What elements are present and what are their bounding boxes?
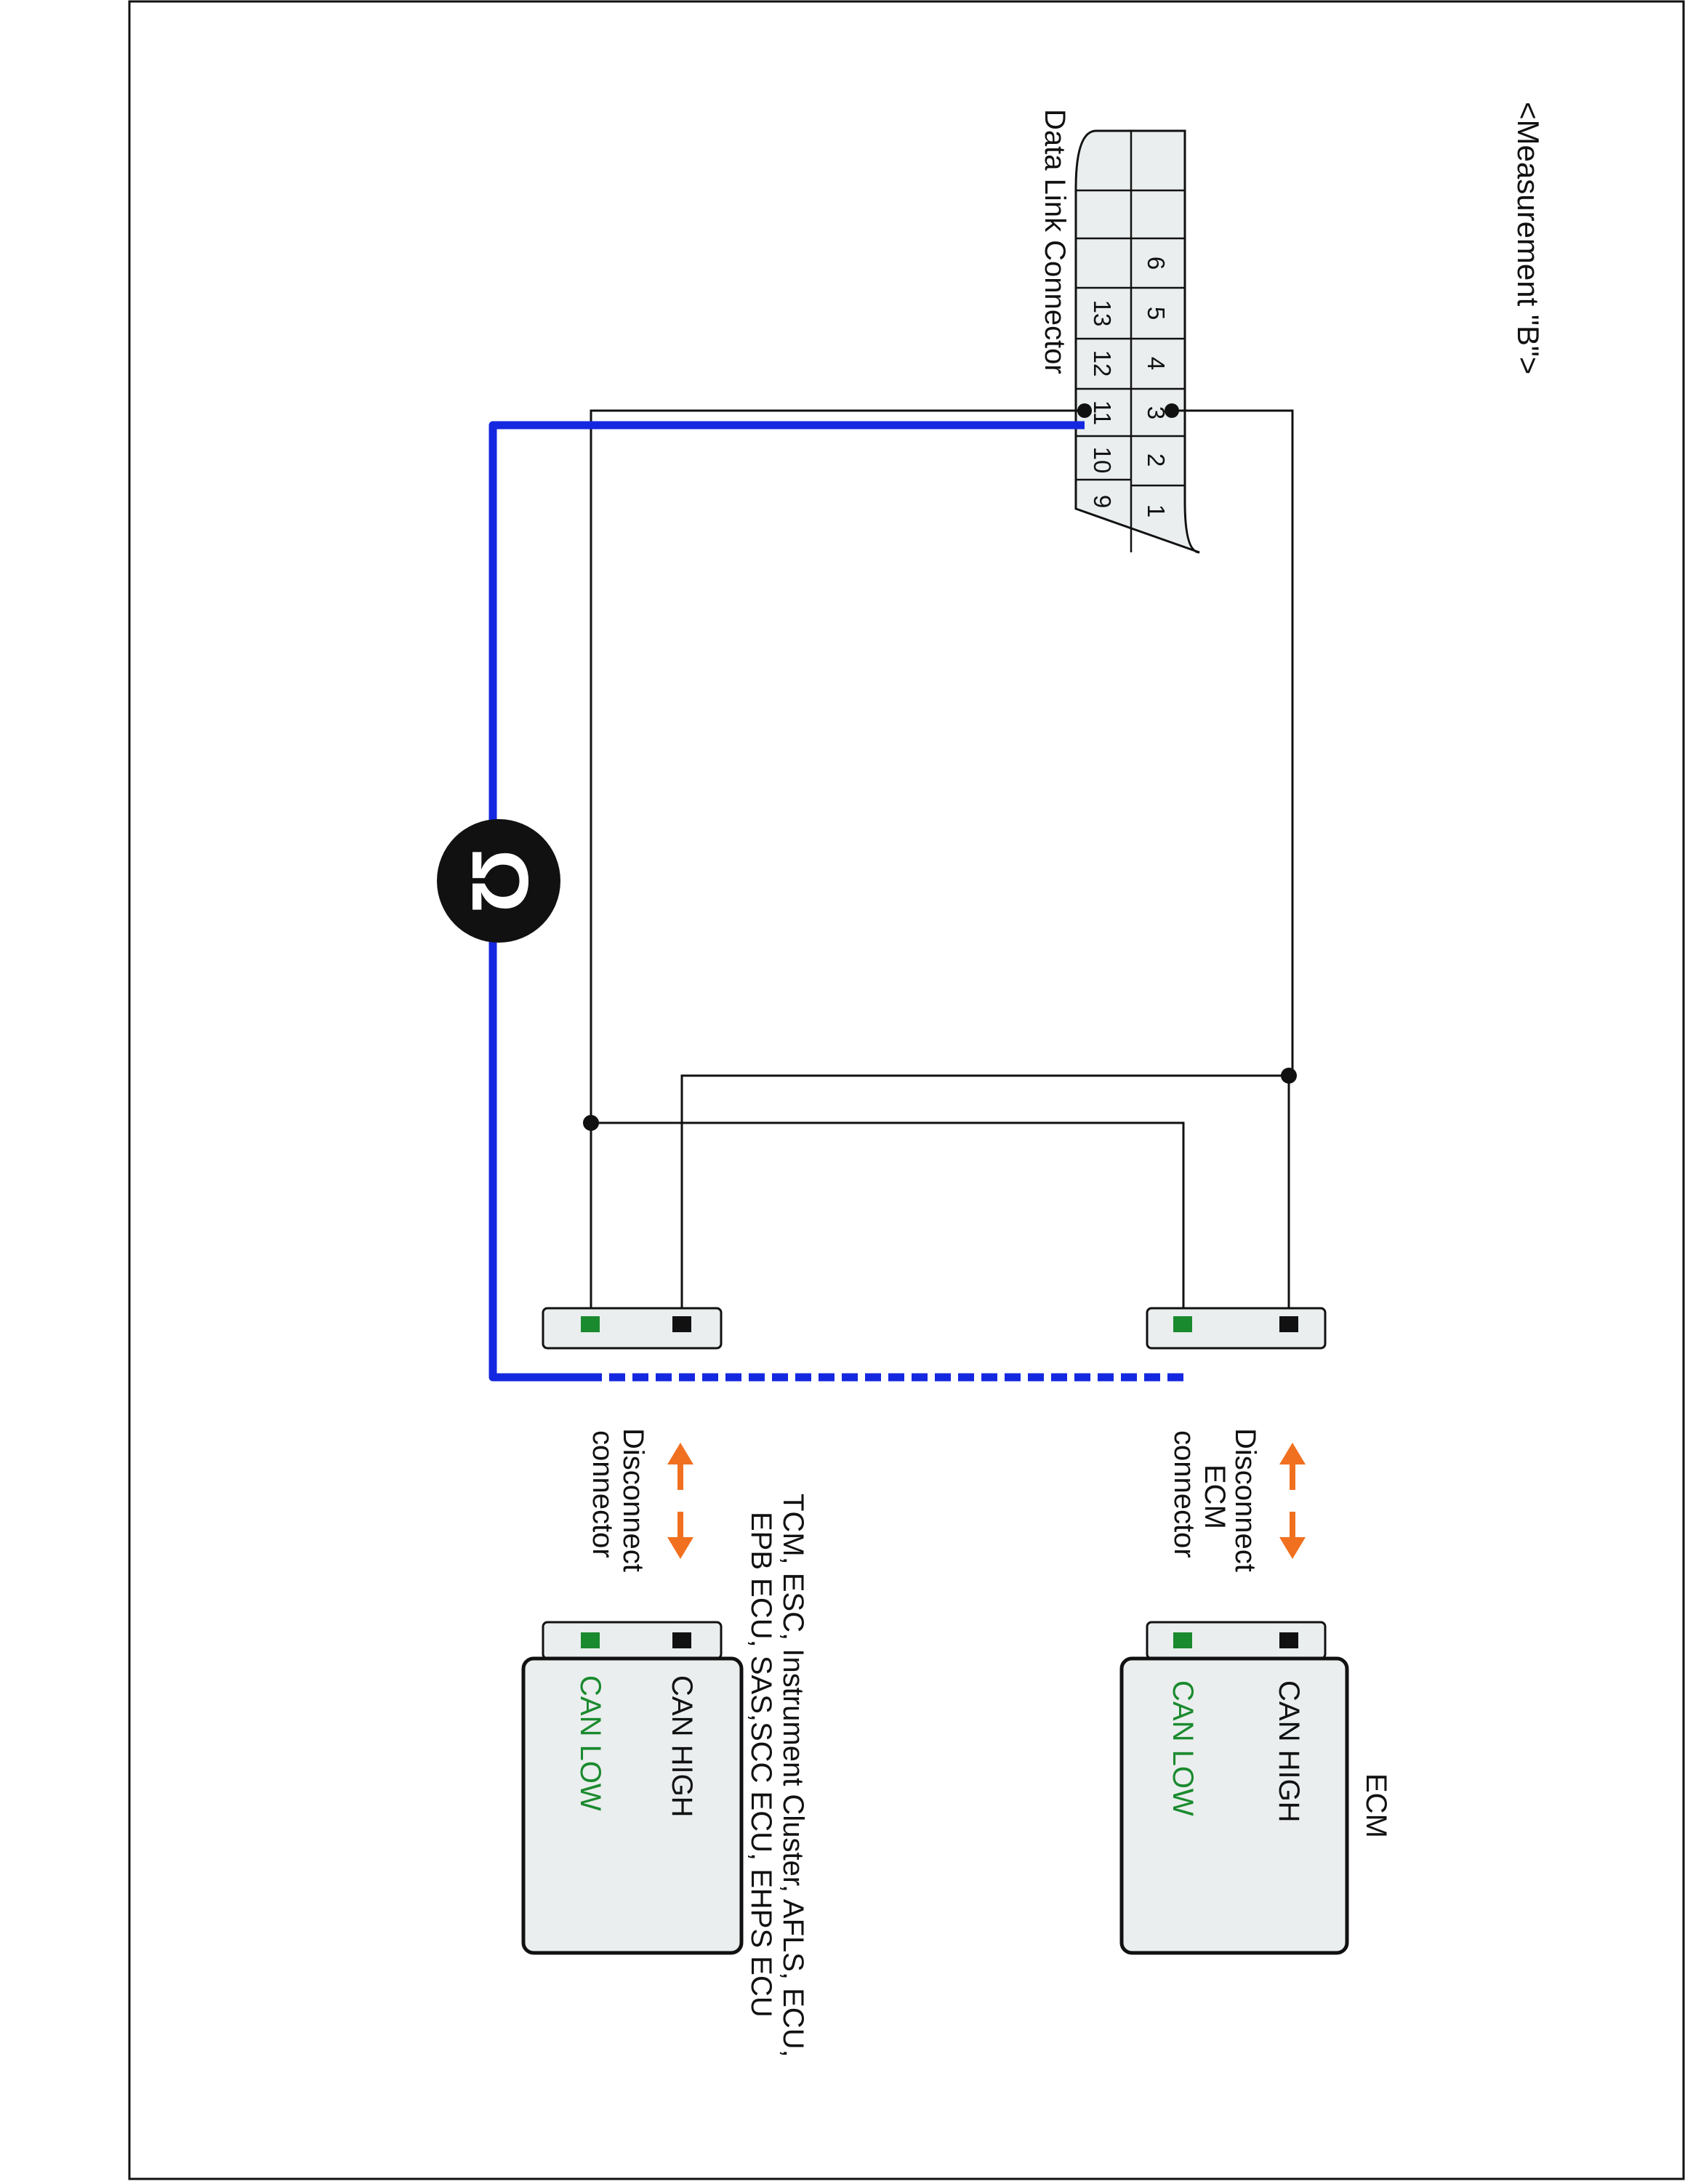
wire-splice-to-module-can-high (680, 1074, 1289, 1323)
splice-dot-dlc-11 (1077, 403, 1092, 418)
splice-dot-can-high (1281, 1068, 1297, 1084)
dlc-pin-10: 10 (1089, 447, 1116, 474)
disconnect-ecm-line1: Disconnect (1229, 1428, 1261, 1572)
ecm-module-can-high-pin (1279, 1632, 1298, 1648)
arrow-ecm-head-left (1279, 1443, 1306, 1464)
splice-dot-dlc-3 (1165, 403, 1179, 418)
arrow-module-head-right (667, 1537, 693, 1559)
can-wires (590, 409, 1294, 1323)
data-link-connector: 1 2 3 4 5 6 9 10 11 12 13 Data Link Conn… (1039, 109, 1200, 554)
other-can-low-label: CAN LOW (574, 1675, 606, 1811)
measurement-lead (488, 421, 1183, 1382)
dlc-pin-4: 4 (1143, 357, 1170, 370)
dlc-pin-9: 9 (1089, 495, 1116, 508)
module-harness-body (542, 1307, 723, 1350)
dlc-pin-5: 5 (1143, 307, 1170, 320)
dlc-pin-2: 2 (1143, 454, 1170, 467)
ohm-symbol: Ω (455, 849, 544, 913)
page-frame (128, 0, 1685, 2180)
dlc-body (1074, 129, 1200, 554)
ecm-harness-can-high-pin (1279, 1316, 1298, 1332)
disconnect-arrow-ecm (1279, 1443, 1306, 1559)
ecm-module-body (1119, 1656, 1349, 1955)
disconnect-module-line1: Disconnect (617, 1428, 649, 1572)
arrow-module-head-left (667, 1443, 693, 1464)
ohmmeter: Ω (437, 819, 560, 943)
wire-splice-to-ecm-can-low (591, 1121, 1185, 1323)
ohmmeter-body (437, 819, 560, 943)
dlc-label: Data Link Connector (1039, 109, 1071, 374)
measure-wire-solid (488, 421, 1085, 1382)
ecm-can-high-label: CAN HIGH (1273, 1680, 1305, 1823)
ecm-can-low-label: CAN LOW (1167, 1680, 1199, 1816)
other-module-can-low-pin (581, 1632, 600, 1648)
other-module-plug (542, 1621, 723, 1660)
ecm-module-can-low-pin (1173, 1632, 1192, 1648)
dlc-pin-13: 13 (1089, 300, 1116, 327)
disconnect-ecm-line3: connector (1168, 1430, 1200, 1558)
module-harness-connector (542, 1307, 723, 1350)
arrow-ecm-head-right (1279, 1537, 1306, 1559)
module-harness-can-high-pin (672, 1316, 691, 1332)
dlc-pin-3: 3 (1143, 406, 1170, 419)
disconnect-arrow-module (667, 1443, 693, 1559)
ecm-module: CAN HIGH CAN LOW ECM (1119, 1621, 1392, 1955)
ecm-harness-connector (1146, 1307, 1327, 1350)
module-harness-can-low-pin (581, 1316, 600, 1332)
other-module-title-line2: EPB ECU, SAS,SCC ECU, EHPS ECU (745, 1512, 777, 2018)
splice-dot-can-low (583, 1115, 599, 1131)
other-module-title-line1: TCM, ESC, Instrument Cluster, AFLS, ECU, (777, 1494, 809, 2058)
wire-dlc-pin11-to-module-can-low (590, 409, 1085, 1323)
other-module-body (521, 1656, 744, 1955)
other-modules: CAN HIGH CAN LOW TCM, ESC, Instrument Cl… (521, 1494, 809, 2058)
dlc-pin-12: 12 (1089, 350, 1116, 377)
dlc-pin-1: 1 (1143, 504, 1170, 517)
dlc-pin-6: 6 (1143, 257, 1170, 270)
dlc-top-grid (1131, 189, 1185, 487)
other-module-can-high-pin (672, 1632, 691, 1648)
disconnect-ecm-line2: ECM (1199, 1464, 1231, 1529)
other-can-high-label: CAN HIGH (666, 1675, 698, 1818)
dlc-pin-11: 11 (1089, 400, 1116, 425)
ecm-harness-can-low-pin (1173, 1316, 1192, 1332)
disconnect-module-line2: connector (587, 1430, 619, 1558)
dlc-bottom-grid (1076, 189, 1131, 481)
rotated-drawing: <Measurement "B"> 1 2 3 4 5 6 9 10 11 12… (437, 102, 1545, 2058)
ecm-module-title: ECM (1360, 1773, 1392, 1838)
measurement-title: <Measurement "B"> (1511, 102, 1545, 374)
